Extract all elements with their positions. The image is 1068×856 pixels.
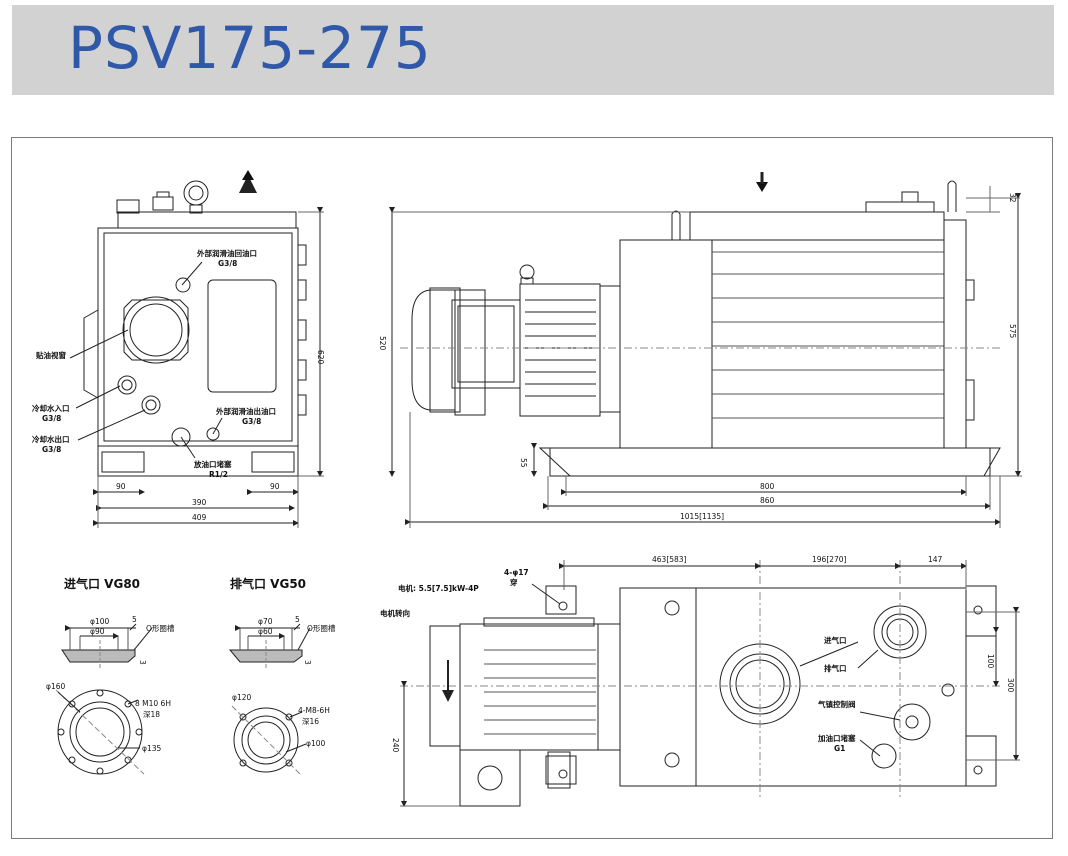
- label-motor: 电机: 5.5[7.5]kW-4P: [398, 583, 479, 593]
- inlet-flange-labels: 进气口 VG80 φ100 φ90 5 O形圈槽 3 φ160 8 M10 6H…: [46, 576, 175, 753]
- label-ext-oil-return-size: G3/8: [218, 259, 237, 268]
- dim-width-outer: 409: [192, 513, 207, 522]
- label-gas-ballast: 气镇控制阀: [817, 699, 856, 709]
- page-title: PSV175-275: [68, 14, 432, 82]
- outlet-outer: φ120: [232, 693, 251, 702]
- outlet-bolt-depth: 深16: [302, 717, 319, 726]
- dim-side-top: 32: [1008, 193, 1017, 203]
- side-view-labels: 520 575 32 55 800 860 1015[1135]: [378, 193, 1017, 521]
- label-ext-oil-outlet: 外部润滑油出油口: [216, 406, 276, 416]
- outlet-pcd: φ100: [306, 739, 325, 748]
- label-holes-sub: 穿: [510, 577, 518, 587]
- inlet-gap: 5: [132, 615, 137, 624]
- inlet-depth: 3: [138, 660, 147, 665]
- outlet-d1: φ70: [258, 617, 273, 626]
- label-drain-plug-size: R1/2: [209, 470, 228, 479]
- outlet-bolt: 4-M8-6H: [298, 706, 330, 715]
- label-cooling-in: 冷却水入口: [32, 403, 70, 413]
- label-ext-oil-return: 外部润滑油回油口: [197, 248, 257, 258]
- drawing-frame: [11, 137, 1053, 839]
- label-inlet: 进气口: [824, 635, 847, 645]
- outlet-d2: φ60: [258, 627, 273, 636]
- dim-top-h-big: 300: [1006, 678, 1015, 693]
- outlet-gap: 5: [295, 615, 300, 624]
- front-view: [69, 170, 324, 528]
- label-drain-plug: 放油口堵塞: [193, 459, 232, 469]
- inlet-oring: O形圈槽: [146, 623, 175, 633]
- inlet-d2: φ90: [90, 627, 105, 636]
- inlet-pcd: φ135: [142, 744, 161, 753]
- outlet-flange: [228, 624, 311, 775]
- dim-foot-left: 90: [116, 482, 126, 491]
- label-ext-oil-outlet-size: G3/8: [242, 417, 261, 426]
- dim-top-right: 147: [928, 555, 943, 564]
- outlet-depth: 3: [303, 660, 312, 665]
- label-cooling-out-size: G3/8: [42, 445, 61, 454]
- label-outlet: 排气口: [824, 663, 847, 673]
- label-oil-fill-size: G1: [834, 744, 845, 753]
- label-rotation: 电机转向: [380, 608, 410, 618]
- dim-side-base-outer: 860: [760, 496, 775, 505]
- inlet-flange-title: 进气口 VG80: [64, 576, 140, 591]
- outlet-flange-title: 排气口 VG50: [230, 576, 306, 591]
- dim-top-h-small: 100: [986, 654, 995, 669]
- top-view-labels: 4-φ17 穿 电机: 5.5[7.5]kW-4P 电机转向 进气口 排气口 气…: [380, 555, 1015, 753]
- dim-side-base-height: 55: [519, 458, 528, 468]
- inlet-flange: [55, 624, 153, 775]
- label-cooling-in-size: G3/8: [42, 414, 61, 423]
- side-view: [389, 172, 1022, 528]
- dim-top-h-left: 240: [391, 738, 400, 753]
- dim-width-inner: 390: [192, 498, 207, 507]
- label-oil-fill: 加油口堵塞: [817, 733, 856, 743]
- label-holes: 4-φ17: [504, 568, 529, 577]
- dim-side-overall-length: 1015[1135]: [680, 512, 724, 521]
- dim-foot-right: 90: [270, 482, 280, 491]
- inlet-d1: φ100: [90, 617, 109, 626]
- inlet-bolt: 8 M10 6H: [135, 699, 171, 708]
- dim-side-height-left: 520: [378, 336, 387, 351]
- title-banner: PSV175-275: [12, 5, 1054, 95]
- dim-side-base-inner: 800: [760, 482, 775, 491]
- label-cooling-out: 冷却水出口: [32, 434, 70, 444]
- front-view-labels: 外部润滑油回油口 G3/8 贴油视窗 冷却水入口 G3/8 冷却水出口 G3/8…: [32, 248, 325, 522]
- dim-height: 620: [316, 350, 325, 365]
- dim-top-mid: 196[270]: [812, 555, 847, 564]
- label-sight-glass: 贴油视窗: [36, 350, 66, 360]
- dim-top-left: 463[583]: [652, 555, 687, 564]
- outlet-oring: O形圈槽: [307, 623, 336, 633]
- outlet-flange-labels: 排气口 VG50 φ70 φ60 5 O形圈槽 3 φ120 4-M8-6H 深…: [230, 576, 336, 748]
- top-view: [400, 560, 1020, 807]
- inlet-outer: φ160: [46, 682, 65, 691]
- dim-side-height-right: 575: [1008, 324, 1017, 339]
- inlet-bolt-depth: 深18: [143, 710, 160, 719]
